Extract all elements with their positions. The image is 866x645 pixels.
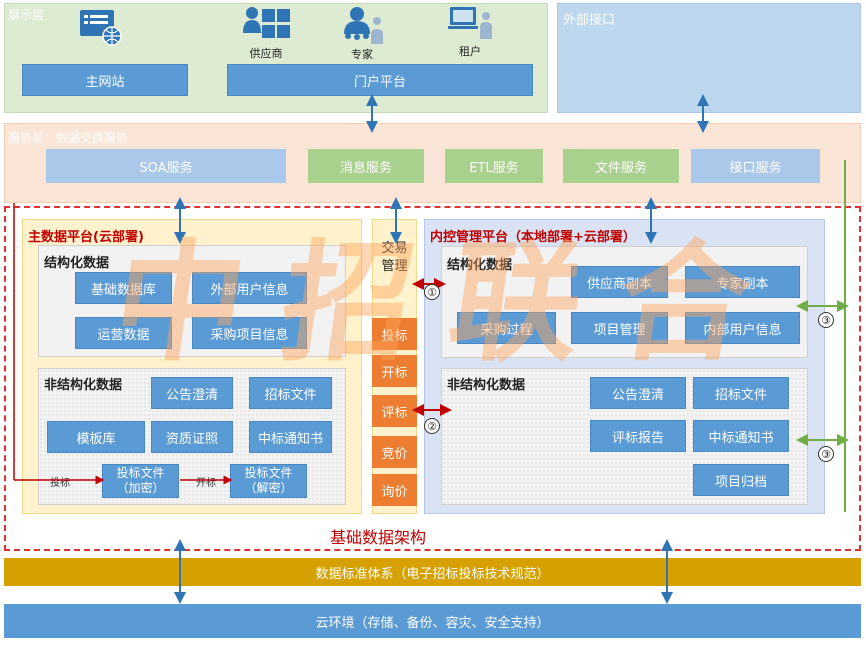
template-library-box: 模板库 (47, 421, 145, 453)
trading-open: 开标 (372, 355, 417, 387)
marker-3-unstructured: ③ (818, 446, 834, 462)
announcement-box: 公告澄清 (151, 377, 233, 409)
qualification-cert-box: 资质证照 (151, 421, 233, 453)
marker-3-structured: ③ (818, 312, 834, 328)
marker-2: ② (424, 418, 440, 434)
tender-doc-box: 招标文件 (249, 377, 332, 409)
supplier-copy-box: 供应商副本 (571, 266, 668, 298)
portal-box: 门户平台 (227, 64, 533, 96)
website-icon (80, 10, 122, 46)
operation-data-box: 运营数据 (75, 317, 172, 349)
tenant-icon (448, 7, 492, 39)
soa-service: SOA服务 (46, 149, 286, 183)
trading-evaluate: 评标 (372, 395, 417, 427)
data-standard-bar: 数据标准体系（电子招标投标技术规范） (4, 558, 861, 586)
file-service: 文件服务 (563, 149, 679, 183)
flow-label-bid: 投标 (50, 478, 70, 489)
internal-tender-doc-box: 招标文件 (693, 377, 789, 409)
bid-doc-encrypted-box: 投标文件 （加密） (102, 464, 179, 498)
marker-1: ① (424, 284, 440, 300)
internal-title: 内控管理平台（本地部署+云部署） (430, 230, 636, 245)
procurement-process-box: 采购过程 (457, 312, 556, 344)
internal-unstructured-title: 非结构化数据 (447, 378, 526, 393)
external-interface-zone (557, 3, 861, 113)
interface-service: 接口服务 (691, 149, 820, 183)
trading-auction: 竞价 (372, 436, 417, 468)
external-user-info-box: 外部用户信息 (192, 272, 307, 304)
master-structured-title: 结构化数据 (44, 256, 110, 271)
procurement-project-info-box: 采购项目信息 (192, 317, 307, 349)
cloud-environment-bar: 云环境（存储、备份、容灾、安全支持） (4, 604, 861, 638)
evaluation-report-box: 评标报告 (590, 420, 686, 452)
master-unstructured-title: 非结构化数据 (44, 378, 123, 393)
expert-icon (344, 7, 383, 44)
project-archive-box: 项目归档 (693, 464, 789, 496)
base-database-box: 基础数据库 (75, 272, 172, 304)
flow-label-open: 开标 (196, 478, 216, 489)
base-architecture-label: 基础数据架构 (330, 528, 427, 547)
external-interface-label: 外部接口 (563, 13, 616, 28)
tenant-label: 租户 (459, 45, 481, 58)
internal-award-notice-box: 中标通知书 (693, 420, 789, 452)
expert-copy-box: 专家副本 (685, 266, 800, 298)
trading-title: 交易 管理 (381, 241, 408, 274)
trading-inquiry: 询价 (372, 474, 417, 506)
presentation-layer-label: 展示层 (8, 8, 45, 22)
supplier-icon (243, 7, 290, 38)
message-service: 消息服务 (308, 149, 424, 183)
award-notice-box: 中标通知书 (249, 421, 332, 453)
bid-doc-decrypted-box: 投标文件 （解密） (230, 464, 307, 498)
supplier-label: 供应商 (249, 47, 283, 60)
expert-label: 专家 (351, 48, 373, 61)
internal-user-info-box: 内部用户信息 (685, 312, 800, 344)
main-site-box: 主网站 (22, 64, 188, 96)
internal-announcement-box: 公告澄清 (590, 377, 686, 409)
project-management-box: 项目管理 (571, 312, 668, 344)
trading-bid: 投标 (372, 318, 417, 350)
etl-service: ETL服务 (445, 149, 543, 183)
service-layer-label: 服务层：数据交换服务 (8, 131, 129, 145)
master-title: 主数据平台(云部署) (28, 230, 144, 245)
internal-structured-title: 结构化数据 (447, 258, 513, 273)
base-architecture-frame (4, 206, 861, 551)
